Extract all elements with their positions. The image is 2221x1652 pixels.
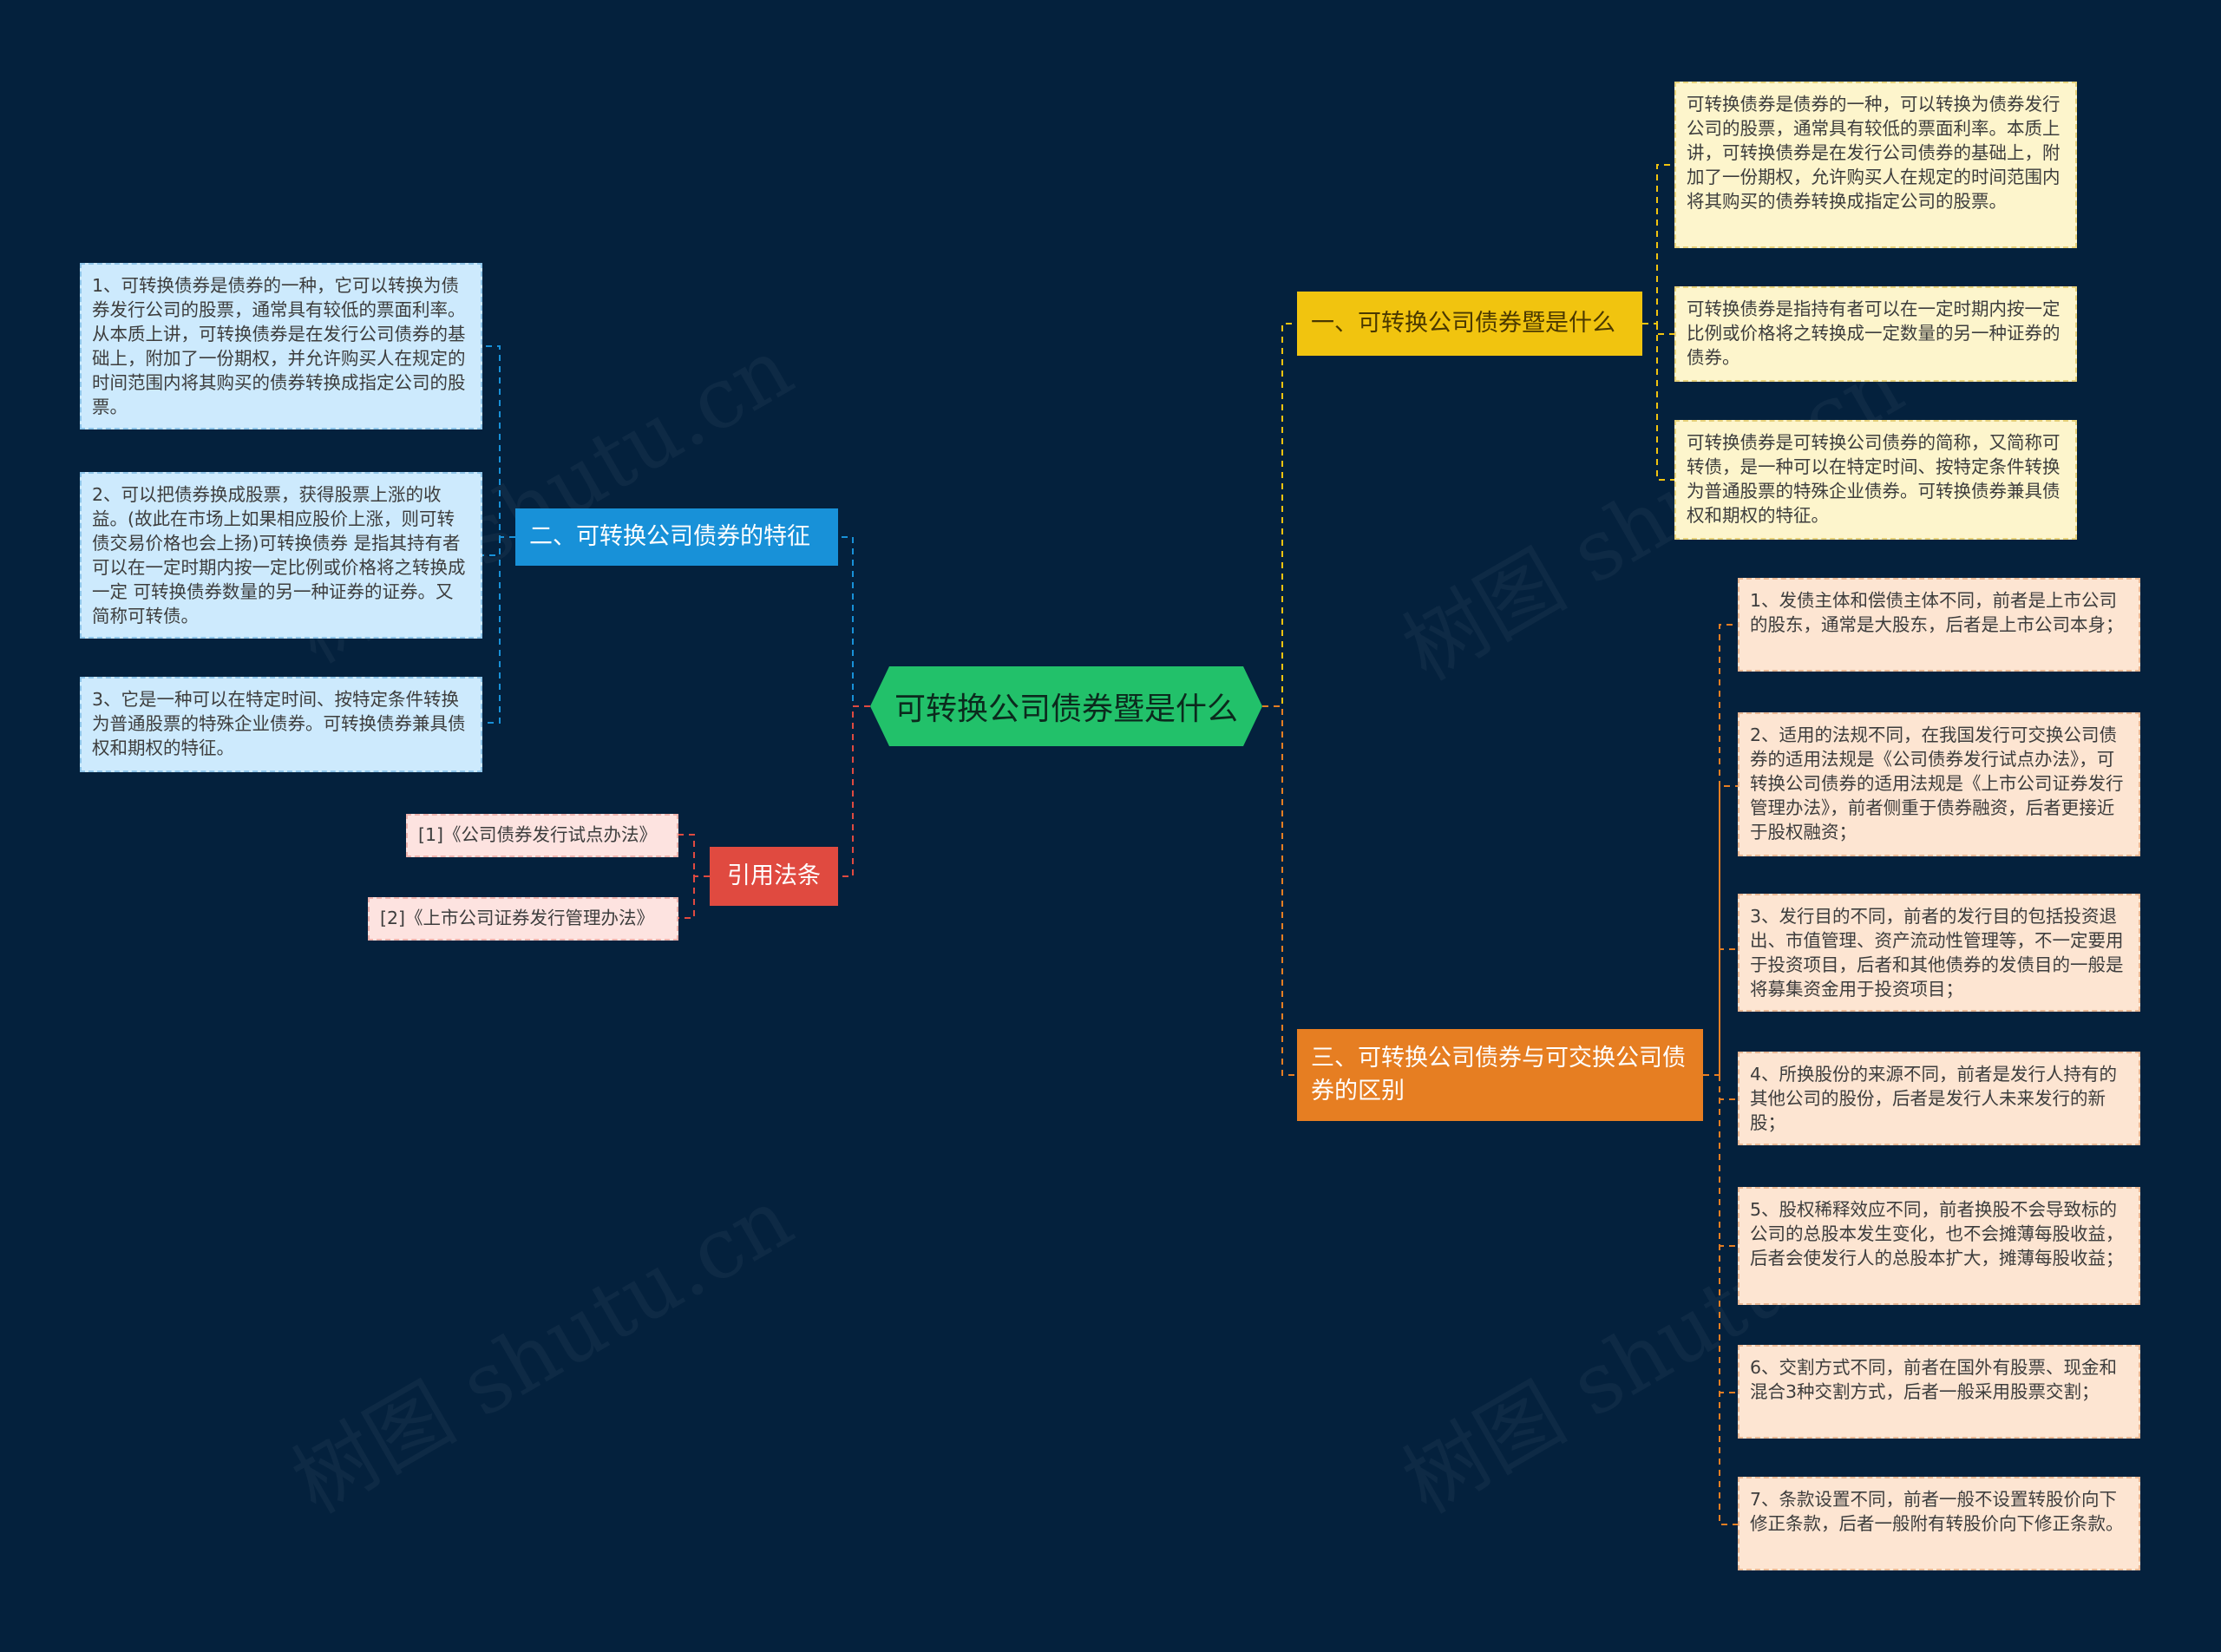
connector-branch4-leaf bbox=[678, 876, 695, 919]
connector-branch3-leaf bbox=[1703, 624, 1738, 1076]
branch-cited-laws[interactable]: 引用法条 bbox=[710, 847, 838, 906]
leaf-difference-1[interactable]: 1、发债主体和偿债主体不同，前者是上市公司的股东，通常是大股东，后者是上市公司本… bbox=[1738, 578, 2140, 672]
connector-branch2-leaf bbox=[482, 537, 501, 556]
leaf-difference-2[interactable]: 2、适用的法规不同，在我国发行可交换公司债券的适用法规是《公司债券发行试点办法》… bbox=[1738, 712, 2140, 856]
leaf-text: [1]《公司债券发行试点办法》 bbox=[418, 824, 658, 845]
leaf-text: 5、股权稀释效应不同，前者换股不会导致标的公司的总股本发生变化，也不会摊薄每股收… bbox=[1750, 1199, 2124, 1268]
connector-central-branch2 bbox=[838, 536, 870, 707]
connector-branch3-leaf bbox=[1719, 1075, 1738, 1525]
leaf-difference-5[interactable]: 5、股权稀释效应不同，前者换股不会导致标的公司的总股本发生变化，也不会摊薄每股收… bbox=[1738, 1187, 2140, 1305]
central-topic-label: 可转换公司债券暨是什么 bbox=[894, 692, 1238, 727]
connector-central-branch3 bbox=[1262, 705, 1297, 1076]
leaf-difference-4[interactable]: 4、所换股份的来源不同，前者是发行人持有的其他公司的股份，后者是发行人未来发行的… bbox=[1738, 1052, 2140, 1145]
leaf-text: 3、发行目的不同，前者的发行目的包括投资退出、市值管理、资产流动性管理等，不一定… bbox=[1750, 906, 2124, 1000]
leaf-what-is-1[interactable]: 可转换债券是债券的一种，可以转换为债券发行公司的股票，通常具有较低的票面利率。本… bbox=[1674, 82, 2077, 248]
branch-features[interactable]: 二、可转换公司债券的特征 bbox=[515, 508, 838, 566]
connector-branch3-leaf bbox=[1719, 1075, 1738, 1393]
branch-label: 引用法条 bbox=[727, 862, 821, 889]
connector-branch4-leaf bbox=[678, 834, 710, 877]
connector-branch2-leaf bbox=[482, 345, 515, 538]
connector-central-branch4 bbox=[838, 705, 870, 877]
leaf-difference-6[interactable]: 6、交割方式不同，前者在国外有股票、现金和混合3种交割方式，后者一般采用股票交割… bbox=[1738, 1345, 2140, 1439]
leaf-what-is-3[interactable]: 可转换债券是可转换公司债券的简称，又简称可转债，是一种可以在特定时间、按特定条件… bbox=[1674, 420, 2077, 540]
leaf-features-3[interactable]: 3、它是一种可以在特定时间、按特定条件转换为普通股票的特殊企业债券。可转换债券兼… bbox=[80, 677, 482, 772]
leaf-difference-7[interactable]: 7、条款设置不同，前者一般不设置转股价向下修正条款，后者一般附有转股价向下修正条… bbox=[1738, 1477, 2140, 1570]
connector-branch3-leaf bbox=[1719, 1075, 1738, 1100]
branch-what-is[interactable]: 一、可转换公司债券暨是什么 bbox=[1297, 292, 1642, 356]
branch-label: 三、可转换公司债券与可交换公司债券的区别 bbox=[1311, 1045, 1686, 1105]
leaf-text: 3、它是一种可以在特定时间、按特定条件转换为普通股票的特殊企业债券。可转换债券兼… bbox=[92, 689, 466, 758]
leaf-citation-1[interactable]: [1]《公司债券发行试点办法》 bbox=[406, 814, 678, 857]
leaf-citation-2[interactable]: [2]《上市公司证券发行管理办法》 bbox=[368, 897, 678, 941]
leaf-text: 可转换债券是债券的一种，可以转换为债券发行公司的股票，通常具有较低的票面利率。本… bbox=[1687, 94, 2060, 212]
leaf-features-1[interactable]: 1、可转换债券是债券的一种，它可以转换为债券发行公司的股票，通常具有较低的票面利… bbox=[80, 263, 482, 429]
connector-branch1-leaf bbox=[1656, 324, 1674, 481]
connector-branch1-leaf bbox=[1642, 164, 1674, 324]
connector-branch3-leaf bbox=[1719, 1075, 1738, 1247]
leaf-text: 1、可转换债券是债券的一种，它可以转换为债券发行公司的股票，通常具有较低的票面利… bbox=[92, 275, 466, 417]
branch-differences[interactable]: 三、可转换公司债券与可交换公司债券的区别 bbox=[1297, 1029, 1703, 1121]
connector-branch3-leaf bbox=[1719, 948, 1738, 1075]
leaf-text: [2]《上市公司证券发行管理办法》 bbox=[380, 908, 655, 928]
leaf-text: 7、条款设置不同，前者一般不设置转股价向下修正条款，后者一般附有转股价向下修正条… bbox=[1750, 1489, 2124, 1534]
leaf-text: 2、可以把债券换成股票，获得股票上涨的收益。(故此在市场上如果相应股价上涨，则可… bbox=[92, 484, 466, 626]
leaf-text: 2、适用的法规不同，在我国发行可交换公司债券的适用法规是《公司债券发行试点办法》… bbox=[1750, 724, 2124, 842]
leaf-text: 6、交割方式不同，前者在国外有股票、现金和混合3种交割方式，后者一般采用股票交割… bbox=[1750, 1357, 2118, 1402]
connector-branch3-leaf bbox=[1719, 785, 1738, 1075]
connector-branch1-leaf bbox=[1656, 324, 1674, 335]
leaf-text: 4、所换股份的来源不同，前者是发行人持有的其他公司的股份，后者是发行人未来发行的… bbox=[1750, 1064, 2118, 1133]
central-topic[interactable]: 可转换公司债券暨是什么 bbox=[870, 666, 1262, 746]
branch-label: 二、可转换公司债券的特征 bbox=[529, 523, 810, 550]
leaf-features-2[interactable]: 2、可以把债券换成股票，获得股票上涨的收益。(故此在市场上如果相应股价上涨，则可… bbox=[80, 472, 482, 639]
leaf-text: 可转换债券是指持有者可以在一定时期内按一定比例或价格将之转换成一定数量的另一种证… bbox=[1687, 298, 2060, 368]
connector-central-branch1 bbox=[1262, 323, 1297, 707]
branch-label: 一、可转换公司债券暨是什么 bbox=[1311, 310, 1615, 337]
leaf-text: 1、发债主体和偿债主体不同，前者是上市公司的股东，通常是大股东，后者是上市公司本… bbox=[1750, 590, 2124, 635]
leaf-text: 可转换债券是可转换公司债券的简称，又简称可转债，是一种可以在特定时间、按特定条件… bbox=[1687, 432, 2060, 526]
leaf-difference-3[interactable]: 3、发行目的不同，前者的发行目的包括投资退出、市值管理、资产流动性管理等，不一定… bbox=[1738, 894, 2140, 1012]
leaf-what-is-2[interactable]: 可转换债券是指持有者可以在一定时期内按一定比例或价格将之转换成一定数量的另一种证… bbox=[1674, 286, 2077, 382]
connector-branch2-leaf bbox=[482, 537, 501, 724]
